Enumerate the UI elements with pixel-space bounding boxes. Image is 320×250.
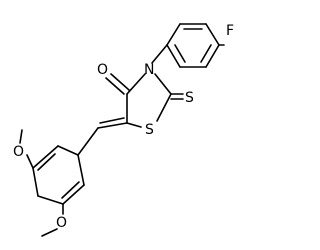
atom-label-o-methoxy-lower: O bbox=[56, 215, 67, 231]
atom-label-n-ring: N bbox=[144, 62, 154, 78]
bond bbox=[126, 122, 142, 128]
atom-label-s-thione: S bbox=[185, 90, 194, 106]
bond bbox=[77, 127, 99, 156]
bond-group bbox=[19, 23, 225, 237]
bond bbox=[105, 77, 125, 95]
bond bbox=[37, 195, 64, 205]
bond bbox=[205, 23, 220, 46]
bond bbox=[37, 153, 56, 171]
bond bbox=[174, 44, 186, 63]
atom-label-o-methoxy-upper: O bbox=[13, 144, 24, 160]
bond bbox=[200, 44, 212, 63]
atom-label-s-ring: S bbox=[145, 122, 154, 138]
bond bbox=[151, 44, 168, 64]
molecule-structure: F O N S S O O bbox=[13, 23, 234, 237]
bond bbox=[156, 93, 172, 122]
bond bbox=[77, 154, 85, 186]
bond bbox=[205, 44, 220, 68]
bond bbox=[26, 154, 34, 169]
atom-label-o-carbonyl: O bbox=[97, 62, 108, 78]
bond bbox=[99, 117, 125, 124]
bond bbox=[32, 145, 59, 169]
bond bbox=[166, 23, 181, 46]
bond bbox=[126, 73, 146, 95]
bond bbox=[57, 145, 79, 156]
bond bbox=[154, 73, 172, 95]
bond bbox=[166, 44, 181, 68]
bond bbox=[32, 167, 39, 197]
bond bbox=[62, 184, 85, 205]
bond bbox=[41, 228, 58, 237]
bond bbox=[61, 181, 80, 199]
bond bbox=[19, 129, 23, 144]
bond bbox=[110, 73, 130, 91]
bond bbox=[97, 122, 128, 129]
atom-label-f: F bbox=[226, 23, 234, 39]
